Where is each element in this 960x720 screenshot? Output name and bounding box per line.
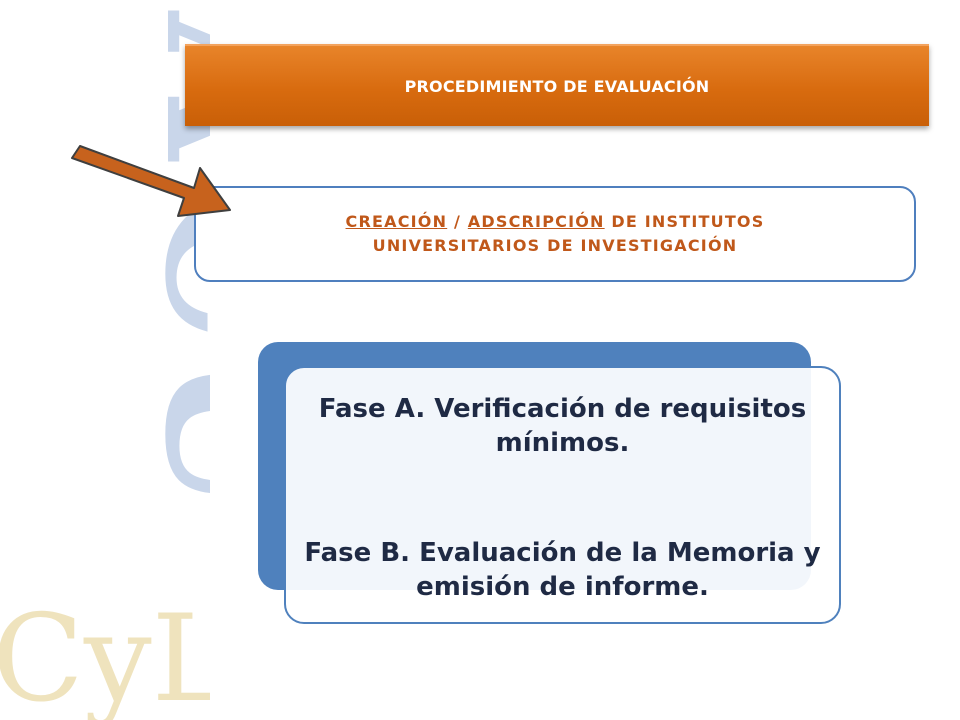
phase-b: Fase B. Evaluación de la Memoria y emisi… bbox=[286, 536, 839, 604]
page-title: PROCEDIMIENTO DE EVALUACIÓN bbox=[404, 76, 710, 96]
subject-line-2: UNIVERSITARIOS DE INVESTIGACIÓN bbox=[372, 236, 738, 255]
adscripcion-link[interactable]: ADSCRIPCIÓN bbox=[467, 212, 605, 231]
subject-separator: / bbox=[447, 212, 468, 231]
watermark-letter-u: U bbox=[123, 350, 210, 516]
subject-box: CREACIÓN / ADSCRIPCIÓN DE INSTITUTOS UNI… bbox=[194, 186, 916, 282]
phase-b-line-2: emisión de informe. bbox=[416, 572, 709, 602]
arrow-right-icon bbox=[71, 145, 231, 217]
phases-panel: Fase A. Verificación de requisitos mínim… bbox=[284, 366, 841, 624]
creacion-link[interactable]: CREACIÓN bbox=[345, 212, 448, 231]
title-bar: PROCEDIMIENTO DE EVALUACIÓN bbox=[185, 44, 929, 126]
watermark-cyl: CyL bbox=[0, 590, 210, 720]
phase-b-line-1: Fase B. Evaluación de la Memoria y bbox=[304, 538, 821, 568]
subject-line-1: CREACIÓN / ADSCRIPCIÓN DE INSTITUTOS bbox=[346, 210, 765, 234]
acucyl-watermark-logo: A C U CyL bbox=[0, 10, 210, 720]
subject-line-1-rest: DE INSTITUTOS bbox=[604, 212, 765, 231]
phase-a-line-2: mínimos. bbox=[495, 428, 630, 458]
phase-a-line-1: Fase A. Verificación de requisitos bbox=[318, 394, 807, 424]
phase-a: Fase A. Verificación de requisitos mínim… bbox=[286, 392, 839, 460]
